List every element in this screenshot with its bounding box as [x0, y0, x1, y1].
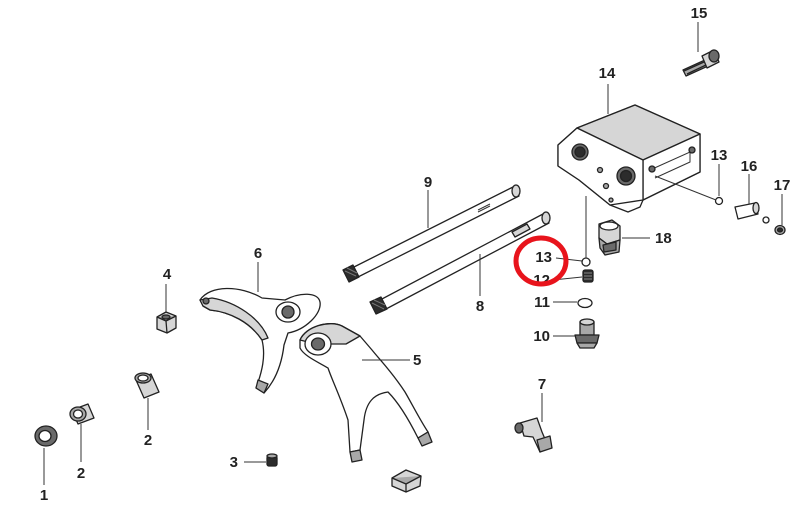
part-10-plug: [574, 318, 600, 349]
part-8-shaft: [369, 211, 551, 315]
part-16-pin: [734, 201, 760, 220]
callout-labels: 1 2 2 3 4 5 6 7 8 9 10 11 12 13 13 14 15…: [40, 5, 791, 504]
part-11-oring: [577, 297, 593, 309]
part-14-housing: [557, 104, 701, 213]
callout-15: 15: [691, 5, 708, 22]
part-9-shaft: [342, 184, 521, 283]
callout-5: 5: [413, 352, 421, 369]
part-1-washer: [34, 425, 58, 447]
highlight-circle: [513, 235, 569, 287]
callout-17: 17: [774, 177, 791, 194]
part-pad: [391, 469, 422, 493]
callout-13-upper: 13: [711, 147, 728, 164]
callout-9: 9: [424, 174, 432, 191]
callout-2-large: 2: [144, 432, 152, 449]
callout-7: 7: [538, 376, 546, 393]
callout-4: 4: [163, 266, 172, 283]
part-2-bushing-small: [69, 403, 95, 425]
part-2-bushing-large: [134, 372, 160, 399]
callout-14: 14: [599, 65, 616, 82]
part-6-shift-fork: [199, 287, 321, 394]
part-12-spring: [582, 269, 594, 283]
callout-13-lower: 13: [535, 249, 552, 266]
callout-10: 10: [533, 328, 550, 345]
leader-lines: [43, 22, 783, 485]
callout-1: 1: [40, 487, 48, 504]
part-13-ball-lower: [581, 257, 591, 267]
callout-8: 8: [476, 298, 484, 315]
callout-3: 3: [230, 454, 238, 471]
part-3-plug: [266, 453, 278, 467]
part-13-ball-upper: [714, 196, 724, 206]
part-15-screw: [682, 49, 720, 77]
part-18-fitting: [598, 219, 621, 256]
part-5-shift-fork: [299, 323, 433, 463]
callout-6: 6: [254, 245, 262, 262]
part-7-elbow-fitting: [514, 417, 553, 453]
part-16-ball: [762, 216, 770, 224]
part-17-plug: [774, 224, 786, 236]
callout-2-small: 2: [77, 465, 85, 482]
callout-18: 18: [655, 230, 672, 247]
callout-16: 16: [741, 158, 758, 175]
callout-11: 11: [534, 294, 550, 311]
part-4-nut: [156, 311, 177, 334]
